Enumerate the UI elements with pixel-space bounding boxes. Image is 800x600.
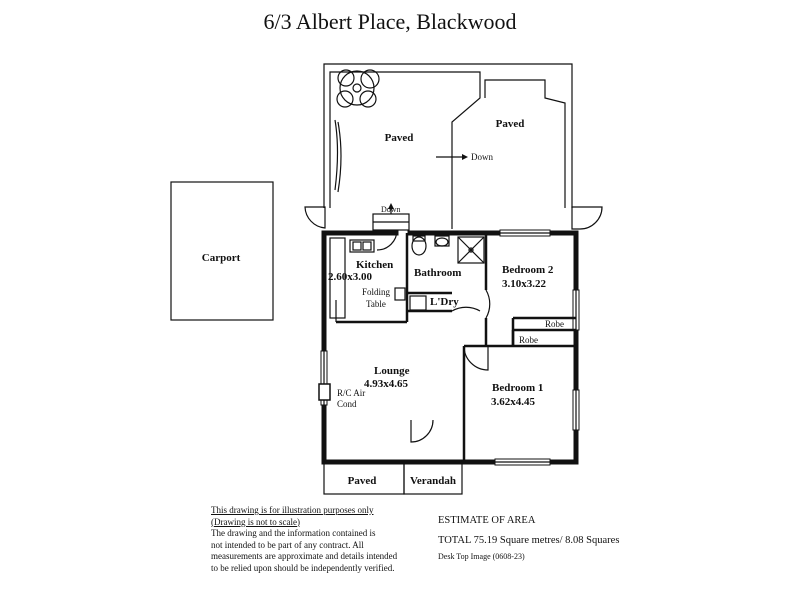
courtyard-outline [304, 63, 603, 230]
lounge-label: Lounge [374, 365, 410, 377]
down-label-steps: Down [381, 205, 401, 214]
disclaimer-block: This drawing is for illustration purpose… [211, 505, 421, 574]
carport-label: Carport [202, 252, 241, 264]
bedroom2-size: 3.10x3.22 [502, 278, 547, 290]
kitchen-size: 2.60x3.00 [328, 271, 373, 283]
laundry-label: L'Dry [430, 296, 459, 308]
disclaimer-line: not intended to be part of any contract.… [211, 539, 364, 550]
area-heading: ESTIMATE OF AREA [438, 515, 536, 526]
disclaimer-line: The drawing and the information containe… [211, 528, 376, 538]
area-estimate: ESTIMATE OF AREA TOTAL 75.19 Square metr… [438, 515, 619, 561]
disclaimer-line: (Drawing is not to scale) [211, 516, 300, 527]
kitchen-fixtures [329, 237, 406, 319]
robe-label-2: Robe [519, 335, 538, 345]
folding-table-label-1: Folding [362, 287, 391, 297]
bathroom-label: Bathroom [414, 267, 461, 279]
aircon-unit [318, 383, 331, 401]
door-swings [335, 289, 491, 443]
front-outline [323, 461, 463, 495]
paved-left-label: Paved [385, 132, 414, 144]
kitchen-label: Kitchen [356, 259, 393, 271]
area-total: TOTAL 75.19 Square metres/ 8.08 Squares [438, 535, 620, 546]
bedroom1-size: 3.62x4.45 [491, 396, 536, 408]
tree-symbol [334, 69, 380, 193]
paved-bottom-label: Paved [348, 475, 377, 487]
verandah-label: Verandah [410, 475, 456, 487]
disclaimer-line: to be relied upon should be independentl… [211, 562, 395, 573]
bedroom2-label: Bedroom 2 [502, 264, 554, 276]
disclaimer-line: This drawing is for illustration purpose… [211, 505, 374, 515]
bedroom1-label: Bedroom 1 [492, 382, 543, 394]
aircon-label-2: Cond [337, 399, 357, 409]
bathroom-fixtures [409, 235, 485, 311]
aircon-label-1: R/C Air [337, 388, 365, 398]
disclaimer-line: measurements are approximate and details… [211, 551, 398, 561]
carport-outline [170, 181, 274, 321]
plan-title: 6/3 Albert Place, Blackwood [264, 9, 517, 34]
image-credit: Desk Top Image (0608-23) [438, 552, 525, 561]
paved-right-label: Paved [496, 118, 525, 130]
interior-walls [336, 233, 576, 462]
robe-label-1: Robe [545, 319, 564, 329]
down-label-courtyard: Down [471, 152, 493, 162]
folding-table-label-2: Table [366, 299, 386, 309]
lounge-size: 4.93x4.65 [364, 378, 409, 390]
